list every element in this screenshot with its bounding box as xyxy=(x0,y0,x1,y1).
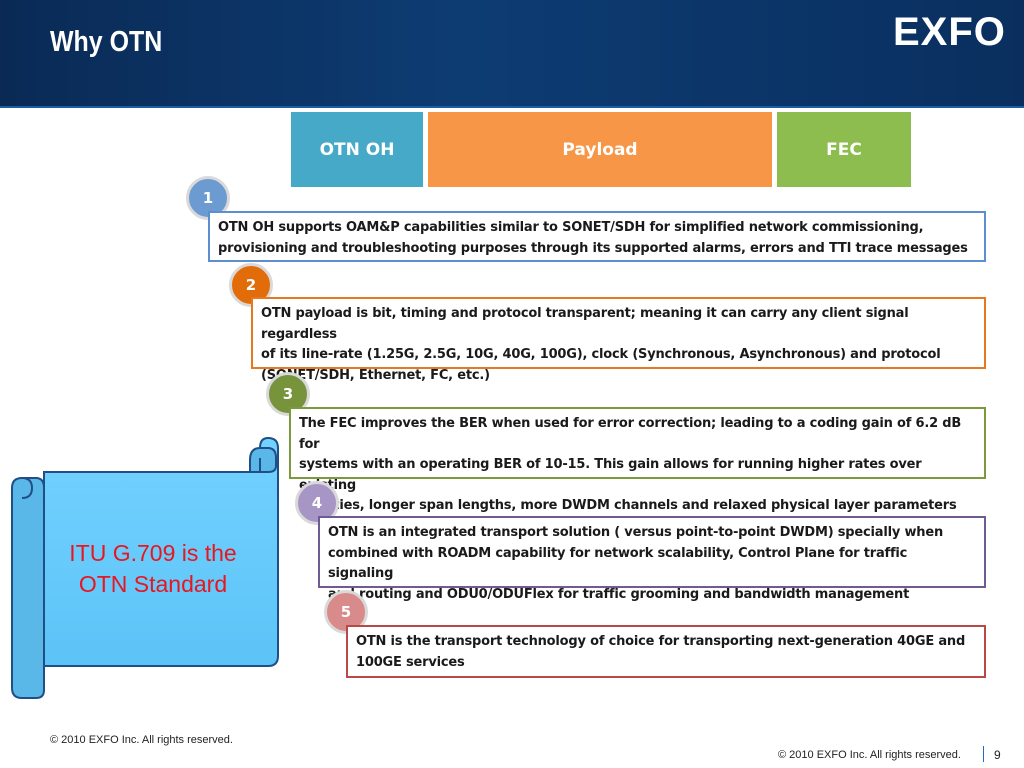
footer-copyright-left: © 2010 EXFO Inc. All rights reserved. xyxy=(50,734,233,746)
point-3-line-2: systems with an operating BER of 10-15. … xyxy=(299,457,922,493)
point-2-line-3: (SONET/SDH, Ethernet, FC, etc.) xyxy=(261,367,490,383)
scroll-line-2: OTN Standard xyxy=(78,571,228,597)
frame-payload: Payload xyxy=(428,112,772,187)
scroll-line-1: ITU G.709 is the xyxy=(69,540,237,566)
point-4-number: 4 xyxy=(311,494,323,512)
point-5-line-1: OTN is the transport technology of choic… xyxy=(356,634,966,649)
slide-title: Why OTN xyxy=(50,26,163,58)
exfo-logo: EXFO xyxy=(893,10,1006,54)
footer-copyright-right: © 2010 EXFO Inc. All rights reserved. xyxy=(778,749,961,761)
frame-otn-oh-label: OTN OH xyxy=(319,139,395,160)
frame-fec-label: FEC xyxy=(826,139,862,160)
header-banner: Why OTN EXFO xyxy=(0,0,1024,108)
footer-divider xyxy=(983,746,984,762)
point-4-line-3: and routing and ODU0/ODUFlex for traffic… xyxy=(328,586,910,602)
point-4-box: OTN is an integrated transport solution … xyxy=(318,516,986,602)
frame-otn-oh: OTN OH xyxy=(291,112,423,187)
point-3-line-3: facilities, longer span lengths, more DW… xyxy=(299,498,957,513)
scroll-callout-text: ITU G.709 is the OTN Standard xyxy=(48,538,258,600)
frame-payload-label: Payload xyxy=(562,139,638,160)
point-2-number: 2 xyxy=(245,276,257,294)
point-2-line-2: of its line-rate (1.25G, 2.5G, 10G, 40G,… xyxy=(261,347,941,362)
point-2-box: OTN payload is bit, timing and protocol … xyxy=(251,297,986,383)
page-number: 9 xyxy=(994,748,1001,762)
frame-fec: FEC xyxy=(777,112,911,187)
point-5-number: 5 xyxy=(340,603,352,621)
point-5-line-2: 100GE services xyxy=(356,654,465,670)
scroll-callout xyxy=(11,436,279,699)
point-3-number: 3 xyxy=(282,385,294,403)
point-1-line-1: OTN OH supports OAM&P capabilities simil… xyxy=(218,220,924,235)
point-2-line-1: OTN payload is bit, timing and protocol … xyxy=(261,306,909,342)
point-3-box: The FEC improves the BER when used for e… xyxy=(289,407,986,513)
point-3-badge: 3 xyxy=(266,372,310,416)
point-5-box: OTN is the transport technology of choic… xyxy=(346,625,986,678)
point-4-line-2: combined with ROADM capability for netwo… xyxy=(328,545,908,582)
point-1-line-2: provisioning and troubleshooting purpose… xyxy=(218,240,968,256)
point-4-line-1: OTN is an integrated transport solution … xyxy=(328,525,944,540)
point-1-number: 1 xyxy=(202,189,214,207)
point-1-box: OTN OH supports OAM&P capabilities simil… xyxy=(208,211,986,262)
point-3-line-1: The FEC improves the BER when used for e… xyxy=(299,416,962,452)
